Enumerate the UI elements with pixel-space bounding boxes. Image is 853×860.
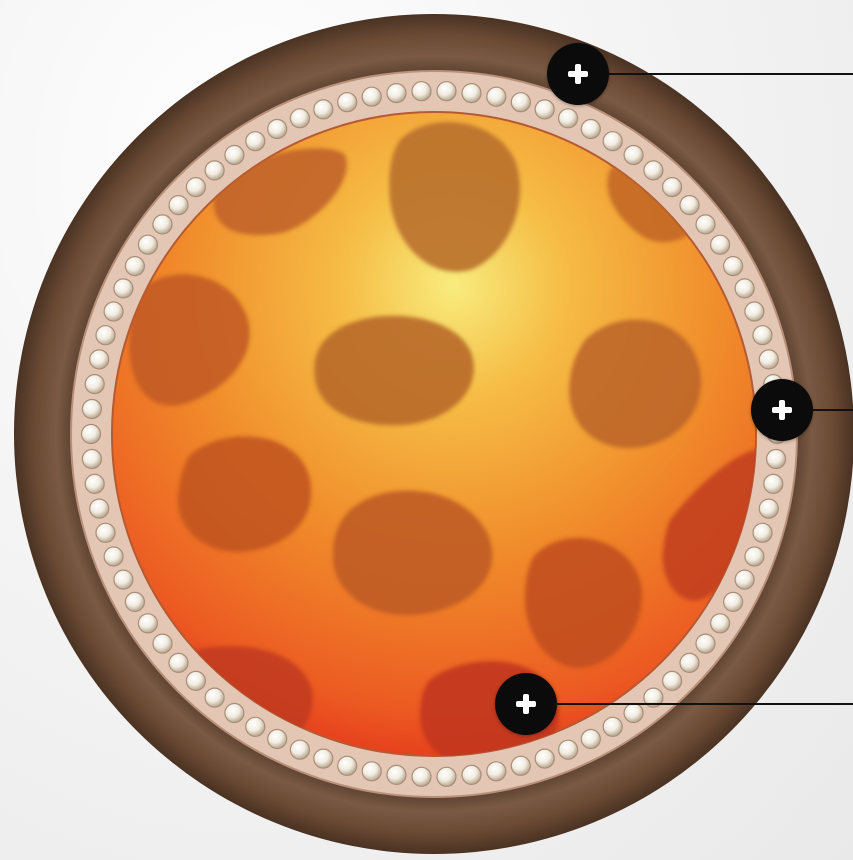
bead [559, 740, 578, 759]
bead [711, 235, 730, 254]
bead [186, 671, 205, 690]
bead [104, 302, 123, 321]
bead [153, 215, 172, 234]
bead [169, 196, 188, 215]
bead [581, 120, 600, 139]
bead [82, 425, 101, 444]
bead [338, 756, 357, 775]
bead [314, 100, 333, 119]
bead [764, 474, 783, 493]
bead [511, 93, 530, 112]
bead [125, 592, 144, 611]
hotspot-cytoplasm[interactable] [495, 673, 557, 735]
bead [82, 450, 101, 469]
bead [387, 84, 406, 103]
bead [268, 120, 287, 139]
bead [412, 82, 431, 101]
bead [338, 93, 357, 112]
bead [362, 762, 381, 781]
bead [603, 132, 622, 151]
bead [663, 671, 682, 690]
bead [138, 614, 157, 633]
bead [362, 87, 381, 106]
hotspot-middle-layer[interactable] [751, 379, 813, 441]
bead [138, 235, 157, 254]
bead [412, 767, 431, 786]
bead [680, 196, 699, 215]
bead [90, 350, 109, 369]
bead [759, 350, 778, 369]
bead [753, 523, 772, 542]
bead [169, 653, 188, 672]
bead [96, 326, 115, 345]
bead [268, 730, 287, 749]
bead [82, 400, 101, 419]
hotspot-outer-layer[interactable] [547, 43, 609, 105]
bead [511, 756, 530, 775]
bead [759, 499, 778, 518]
bead [724, 257, 743, 276]
bead [624, 146, 643, 165]
bead [696, 215, 715, 234]
bead [225, 146, 244, 165]
bead [724, 592, 743, 611]
bead [735, 279, 754, 298]
bead [462, 765, 481, 784]
bead [462, 84, 481, 103]
bead [624, 704, 643, 723]
bead [314, 749, 333, 768]
bead [186, 178, 205, 197]
bead [205, 161, 224, 180]
bead [153, 634, 172, 653]
bead [711, 614, 730, 633]
bead [767, 450, 786, 469]
bead [559, 109, 578, 128]
bead [114, 570, 133, 589]
bead [603, 717, 622, 736]
bead [225, 704, 244, 723]
bead [487, 87, 506, 106]
bead [85, 375, 104, 394]
bead [644, 161, 663, 180]
bead [696, 634, 715, 653]
bead [745, 302, 764, 321]
bead [114, 279, 133, 298]
bead [753, 326, 772, 345]
bead [205, 688, 224, 707]
bead [745, 547, 764, 566]
yolk-granule [314, 316, 474, 426]
bead [290, 109, 309, 128]
bead [535, 100, 554, 119]
bead [96, 523, 115, 542]
bead [387, 765, 406, 784]
bead [735, 570, 754, 589]
bead [125, 257, 144, 276]
bead [85, 474, 104, 493]
bead [437, 767, 456, 786]
bead [290, 740, 309, 759]
bead [90, 499, 109, 518]
bead [246, 717, 265, 736]
bead [437, 82, 456, 101]
bead [535, 749, 554, 768]
bead [104, 547, 123, 566]
bead [581, 730, 600, 749]
bead [663, 178, 682, 197]
bead [680, 653, 699, 672]
bead [246, 132, 265, 151]
bead [487, 762, 506, 781]
